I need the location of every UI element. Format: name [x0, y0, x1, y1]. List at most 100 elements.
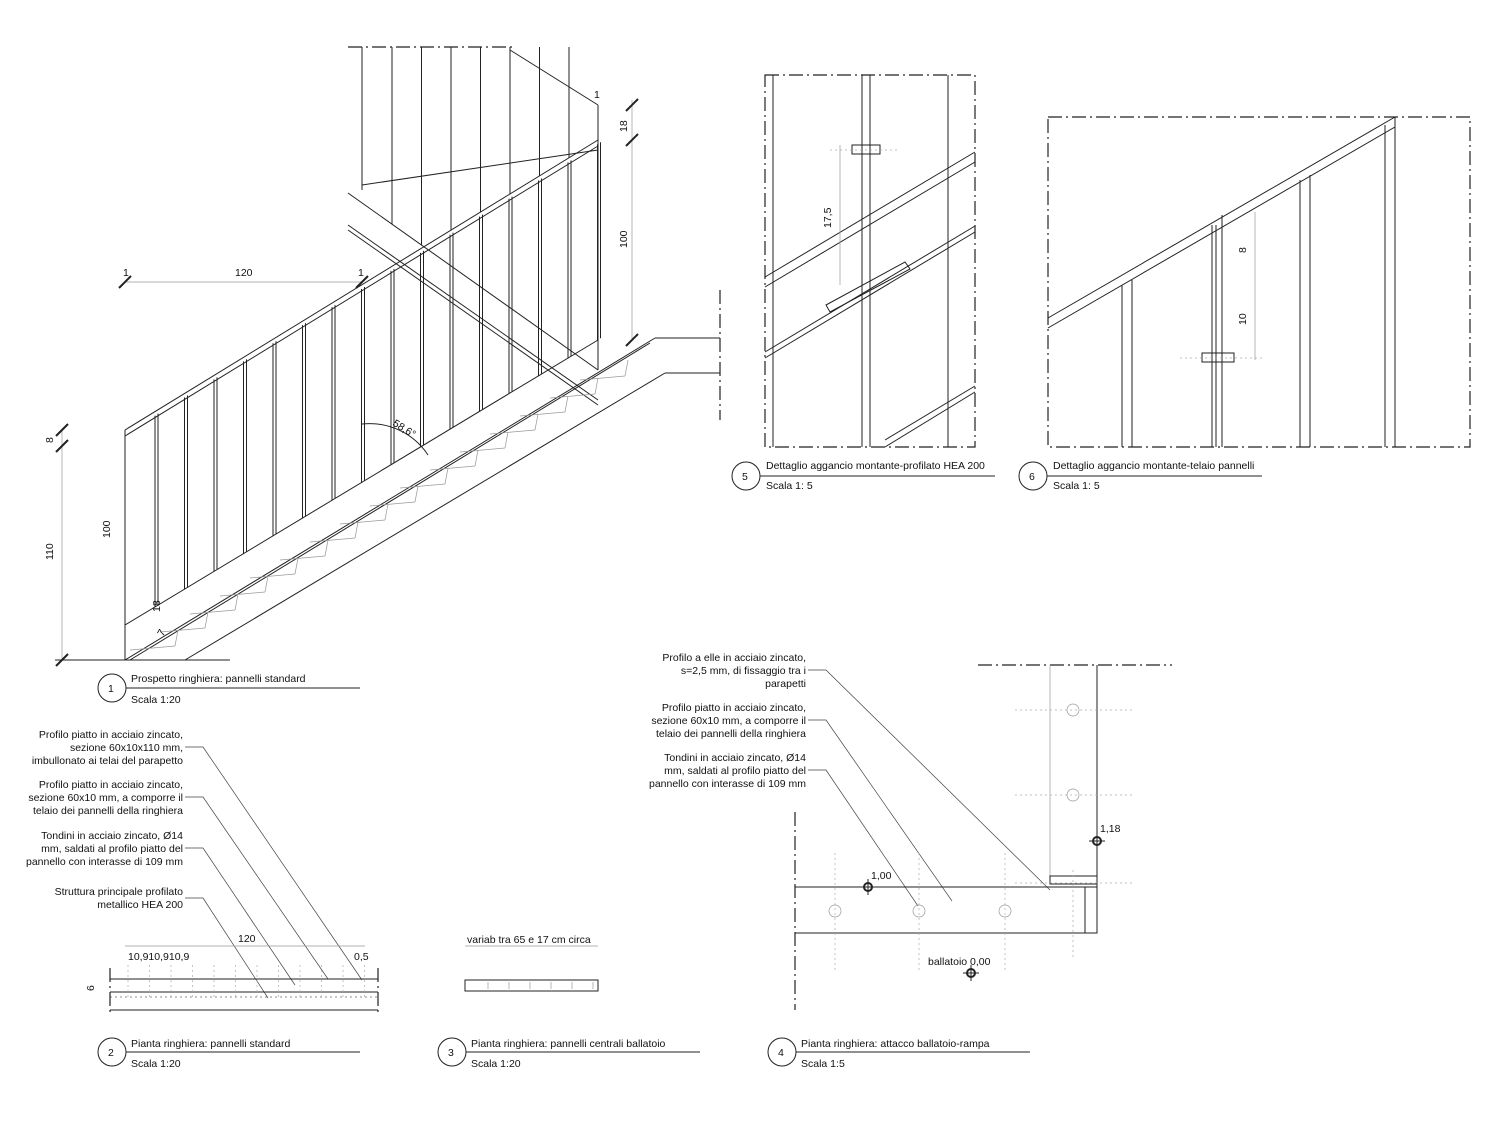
drawing2-title-text: Pianta ringhiera: pannelli standard: [131, 1038, 291, 1050]
note-line: metallico HEA 200: [97, 899, 183, 911]
drawing-line: [429, 465, 476, 471]
note-line: Profilo a elle in acciaio zincato,: [662, 652, 806, 664]
drawing6-scale: Scala 1: 5: [1053, 480, 1100, 492]
dim-tick-top: 1: [594, 89, 600, 101]
drawing-line: [564, 395, 569, 413]
note-line: sezione 60x10 mm, a comporre il: [28, 792, 183, 804]
dim-depth: 6: [85, 985, 97, 991]
drawing-line: [519, 411, 566, 417]
dim-upper-top: 18: [618, 120, 630, 132]
level-mid: 1,00: [871, 870, 892, 882]
drawing2-title: 2 Pianta ringhiera: pannelli standard Sc…: [97, 1037, 360, 1070]
drawing1-title-text: Prospetto ringhiera: pannelli standard: [131, 673, 306, 685]
dim-height-total: 110: [44, 543, 56, 560]
dim-small: 7: [155, 627, 168, 638]
drawing-line: [174, 629, 179, 647]
drawing-line: [399, 483, 446, 489]
drawing6-title: 6 Dettaglio aggancio montante-telaio pan…: [1018, 460, 1262, 492]
dim-panel: 100: [101, 520, 113, 538]
drawing3-scale: Scala 1:20: [471, 1058, 521, 1070]
plan3-drawing: variab tra 65 e 17 cm circa: [464, 934, 599, 992]
drawing-line: [384, 503, 389, 521]
drawing2-scale: Scala 1:20: [131, 1058, 181, 1070]
drawing5-title-text: Dettaglio aggancio montante-profilato HE…: [766, 460, 985, 472]
note-line: Tondini in acciaio zincato, Ø14: [664, 752, 806, 764]
drawing-line: [444, 467, 449, 485]
note-line: Profilo piatto in acciaio zincato,: [39, 729, 183, 741]
drawing5-scale: Scala 1: 5: [766, 480, 813, 492]
railing-bars: [129, 47, 629, 651]
drawing3-title: 3 Pianta ringhiera: pannelli centrali ba…: [437, 1037, 700, 1070]
drawing-line: [414, 485, 419, 503]
detail6-drawing: 8 10: [1047, 116, 1471, 448]
drawing-line: [264, 575, 269, 593]
drawing-line: [219, 591, 266, 597]
plan2-drawing: Profilo piatto in acciaio zincato, sezio…: [26, 729, 379, 1016]
drawing-line: [489, 429, 536, 435]
drawing5-number: 5: [742, 471, 748, 483]
drawing4-number: 4: [778, 1047, 784, 1059]
note-line: pannello con interasse di 109 mm: [649, 778, 806, 790]
note-line: Profilo piatto in acciaio zincato,: [39, 779, 183, 791]
drawing-line: [549, 393, 596, 399]
drawing-line: [129, 645, 176, 651]
drawing-line: [504, 431, 509, 449]
level-upper: 1,18: [1100, 823, 1121, 835]
drawing-line: [249, 573, 296, 579]
dim-offset: 17,5: [822, 207, 834, 228]
level-floor: ballatoio 0,00: [928, 956, 991, 968]
dim-width: 120: [235, 267, 253, 279]
note-line: sezione 60x10x110 mm,: [70, 742, 183, 754]
dim-spacing: 10,910,910,9: [128, 951, 189, 963]
note-line: pannello con interasse di 109 mm: [26, 856, 183, 868]
note-line: Tondini in acciaio zincato, Ø14: [41, 830, 183, 842]
note-line: mm, saldati al profilo piatto del: [664, 765, 806, 777]
note-line: s=2,5 mm, di fissaggio tra i: [681, 665, 806, 677]
dim-tick-right: 1: [358, 267, 364, 279]
drawing-line: [279, 555, 326, 561]
dim-width: variab tra 65 e 17 cm circa: [467, 934, 591, 946]
dim-tick-left: 1: [123, 267, 129, 279]
drawing3-title-text: Pianta ringhiera: pannelli centrali ball…: [471, 1038, 666, 1050]
drawing-line: [339, 519, 386, 525]
level-marker-icon: [1089, 833, 1105, 849]
note-line: telaio dei pannelli della ringhiera: [33, 805, 183, 817]
drawing1-title: 1 Prospetto ringhiera: pannelli standard…: [97, 673, 360, 706]
dim-width: 120: [238, 933, 256, 945]
note-line: telaio dei pannelli della ringhiera: [656, 728, 806, 740]
drawing-line: [594, 377, 599, 395]
level-marker-icon: [963, 965, 979, 981]
drawing-line: [369, 501, 416, 507]
drawing5-title: 5 Dettaglio aggancio montante-profilato …: [731, 460, 995, 492]
drawing-line: [579, 375, 626, 381]
drawing4-title-text: Pianta ringhiera: attacco ballatoio-ramp…: [801, 1038, 990, 1050]
drawing-line: [189, 609, 236, 615]
drawing-line: [159, 627, 206, 633]
plan4-drawing: Profilo a elle in acciaio zincato, s=2,5…: [649, 652, 1172, 1010]
drawing-line: [204, 611, 209, 629]
drawing-line: [309, 537, 356, 543]
dim-upper-panel: 100: [618, 230, 630, 248]
stair-elevation-drawing: 120 1 1 1 110 8 100 18 7 18 100 58,6°: [44, 46, 721, 667]
drawing-line: [474, 449, 479, 467]
note-line: parapetti: [765, 678, 806, 690]
drawing6-title-text: Dettaglio aggancio montante-telaio panne…: [1053, 460, 1254, 472]
detail5-drawing: 17,5: [764, 74, 976, 448]
drawing4-title: 4 Pianta ringhiera: attacco ballatoio-ra…: [767, 1037, 1030, 1070]
dim-top: 8: [44, 437, 56, 443]
drawing-line: [294, 557, 299, 575]
drawing-line: [234, 593, 239, 611]
drawing1-scale: Scala 1:20: [131, 694, 181, 706]
dim-bottom: 18: [151, 600, 163, 612]
drawing3-number: 3: [448, 1047, 454, 1059]
drawing4-scale: Scala 1:5: [801, 1058, 845, 1070]
note-line: Profilo piatto in acciaio zincato,: [662, 702, 806, 714]
drawing-line: [324, 539, 329, 557]
dim-end: 0,5: [354, 951, 369, 963]
note-line: Struttura principale profilato: [55, 886, 184, 898]
level-marker-icon: [860, 879, 876, 895]
dim-bottom: 10: [1237, 313, 1249, 325]
drawing-line: [354, 521, 359, 539]
note-line: imbullonato ai telai del parapetto: [32, 755, 183, 767]
